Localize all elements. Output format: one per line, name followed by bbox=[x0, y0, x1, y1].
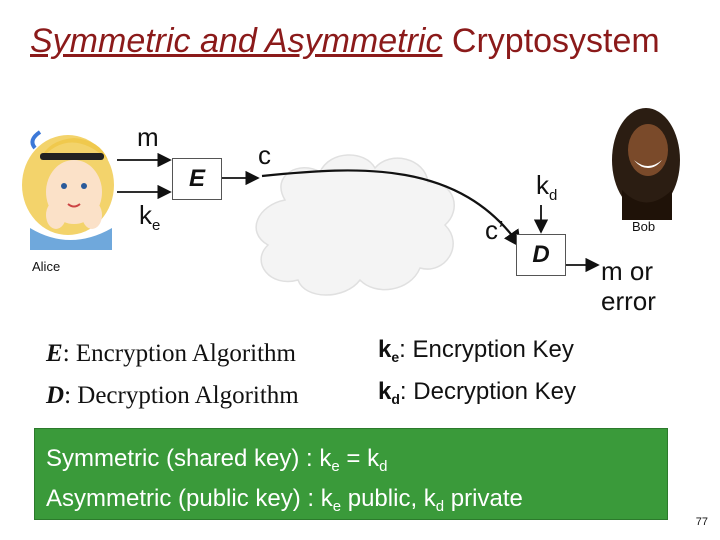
legend-ke-base: k bbox=[378, 336, 392, 363]
page-number: 77 bbox=[695, 516, 708, 528]
received-ciphertext-label: c’ bbox=[485, 215, 504, 245]
legend-encryption-key: ke: Encryption Key bbox=[378, 336, 574, 365]
encryption-box: E bbox=[172, 158, 222, 200]
kd-sub: d bbox=[549, 187, 558, 204]
legend-decryption-algorithm: D: Decryption Algorithm bbox=[46, 382, 299, 410]
legend-e-text: : Encryption Algorithm bbox=[62, 340, 297, 367]
legend-encryption-algorithm: E: Encryption Algorithm bbox=[46, 340, 296, 368]
summary-line2-sub2: d bbox=[435, 498, 445, 515]
output-line-1: m or bbox=[601, 256, 653, 286]
network-cloud bbox=[255, 154, 455, 296]
summary-line2-sub1: e bbox=[332, 498, 342, 515]
legend-decryption-key: kd: Decryption Key bbox=[378, 378, 576, 407]
summary-line1-a: Symmetric (shared key) : k bbox=[46, 445, 332, 472]
summary-line2-c: private bbox=[444, 485, 523, 512]
legend-ke-text: : Encryption Key bbox=[399, 336, 574, 363]
alice-label: Alice bbox=[32, 259, 61, 274]
output-label: m or error bbox=[601, 256, 656, 316]
title-rest: Cryptosystem bbox=[442, 22, 660, 60]
summary-line1-b: = k bbox=[339, 445, 380, 472]
legend-kd-base: k bbox=[378, 378, 392, 405]
legend-kd-sub: d bbox=[391, 391, 400, 407]
legend-e-symbol: E bbox=[46, 340, 63, 367]
message-input-label: m bbox=[137, 122, 159, 152]
summary-line2-a: Asymmetric (public key) : k bbox=[46, 485, 333, 512]
legend-ke-sub: e bbox=[391, 349, 400, 365]
legend-kd-text: : Decryption Key bbox=[399, 378, 576, 405]
ke-base: k bbox=[139, 200, 152, 230]
summary-line1-sub1: e bbox=[331, 458, 340, 475]
summary-symmetric: Symmetric (shared key) : ke = kd bbox=[46, 443, 667, 483]
ciphertext-label: c bbox=[258, 140, 271, 170]
summary-line1-sub2: d bbox=[379, 458, 388, 475]
legend-d-symbol: D bbox=[46, 382, 65, 409]
summary-line2-b: public, k bbox=[341, 485, 436, 512]
output-line-2: error bbox=[601, 286, 656, 316]
decryption-key-label: kd bbox=[536, 170, 557, 204]
summary-box: Symmetric (shared key) : ke = kd Asymmet… bbox=[34, 428, 668, 520]
bob-avatar bbox=[611, 102, 681, 220]
ke-sub: e bbox=[152, 217, 161, 234]
alice-avatar bbox=[22, 130, 114, 250]
kd-base: k bbox=[536, 170, 549, 200]
bob-label: Bob bbox=[632, 219, 656, 234]
encryption-key-label: ke bbox=[139, 200, 160, 234]
page-title: Symmetric and Asymmetric Cryptosystem bbox=[30, 22, 660, 61]
summary-asymmetric: Asymmetric (public key) : ke public, kd … bbox=[46, 483, 667, 523]
legend-d-text: : Decryption Algorithm bbox=[64, 382, 299, 409]
title-underlined: Symmetric and Asymmetric bbox=[30, 22, 443, 60]
decryption-box: D bbox=[516, 234, 566, 276]
